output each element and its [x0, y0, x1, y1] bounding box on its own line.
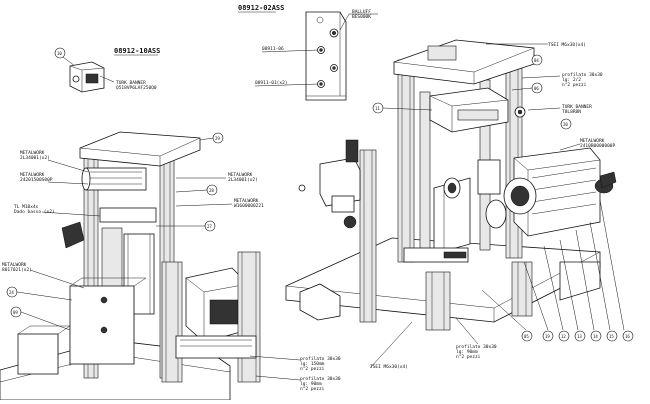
balloon-11: 11 [375, 106, 380, 111]
label-profilato-mid-1: profilato 30x30 [456, 344, 497, 350]
label-metalwork-mid1-1: METALWORK [228, 172, 253, 178]
label-metalwork-right-1: METALWORK [580, 138, 605, 144]
balloon-28: 28 [209, 188, 214, 193]
label-metalwork-left2-2: 24201500S00P [20, 177, 53, 183]
label-metalwork-left1-2: 2L34001(x2) [20, 155, 50, 161]
label-metalwork-low-2: 8017021(x2) [2, 267, 32, 273]
label-profilato-low2-3: n°2 pezzi [300, 386, 325, 392]
balloon-19: 19 [545, 334, 550, 339]
label-tsei-top: TSEI M6x30(x4) [548, 42, 586, 48]
left-assembly-view: 29 METALWORK 2L34001(x2) METALWORK 24201… [0, 131, 341, 401]
label-profilato-low1-2: lg: 150mm [300, 361, 325, 367]
label-metalwork-mid1-2: 2L34001(x2) [228, 177, 258, 183]
label-metalwork-left1-1: METALWORK [20, 150, 45, 156]
label-turk-small-2: Q518VP6LAF250Q0 [116, 85, 157, 91]
balloon-04: 04 [534, 58, 539, 63]
balloon-13: 13 [577, 334, 582, 339]
balloon-24: 24 [9, 290, 14, 295]
label-tl-m10-1: TL M10x4s [14, 204, 39, 210]
label-profilato-right-2: lg: 2/2 [562, 77, 581, 83]
balloon-20: 20 [563, 122, 568, 127]
label-tsei-bottom: TSEI M6x30(x4) [370, 364, 408, 370]
label-balluff-2: BES000K [352, 14, 371, 20]
balloon-06: 06 [534, 86, 539, 91]
label-metalwork-mid2-2: W1600000221 [234, 203, 264, 209]
label-profilato-right-3: n°2 pezzi [562, 82, 587, 88]
label-profilato-mid-2: lg: 90mm [456, 349, 478, 355]
label-turk-small-1: TURK BANNER [116, 80, 146, 86]
label-profilato-low2-2: lg: 90mm [300, 381, 322, 387]
bracket-part-view: 08912-02ASS BALLUFF BES000K 08911-06 089… [238, 4, 378, 101]
label-metalwork-right-2: 2410B0000000P [580, 143, 616, 149]
assembly-title-top: 08912-02ASS [238, 4, 284, 12]
balloon-12: 12 [561, 334, 566, 339]
balloon-10 [54, 47, 66, 59]
label-profilato-right-1: profilato 30x30 [562, 72, 603, 78]
label-metalwork-low-1: METALWORK [2, 262, 27, 268]
balloon-05: 05 [524, 334, 529, 339]
label-turk-right-1: TURK BANNER [562, 104, 592, 110]
balloon-16: 16 [625, 334, 630, 339]
connector-part-view: 08912-10ASS 10 TURK BANNER Q518VP6LAF250… [54, 47, 160, 93]
right-assembly-view: TSEI M6x30(x4) 04 06 profilato 30x30 lg:… [285, 39, 634, 370]
balloon-10-label: 10 [57, 51, 62, 56]
label-profilato-low1-1: profilato 30x30 [300, 356, 341, 362]
balloon-29: 29 [215, 136, 220, 141]
label-metalwork-mid2-1: METALWORK [234, 198, 259, 204]
label-profilato-low2-1: profilato 30x30 [300, 376, 341, 382]
balloon-09: 09 [13, 310, 18, 315]
label-08911-06: 08911-06 [262, 46, 284, 52]
label-08911-01: 08911-01(x2) [255, 80, 288, 86]
balloon-15: 15 [609, 334, 614, 339]
assembly-title-left: 08912-10ASS [114, 47, 160, 55]
balloon-27: 27 [207, 224, 212, 229]
label-metalwork-left2-1: METALWORK [20, 172, 45, 178]
label-balluff-1: BALLUFF [352, 9, 371, 15]
label-tl-m10-2: Dado basso (x2) [14, 209, 55, 215]
label-profilato-low1-3: n°2 pezzi [300, 366, 325, 372]
label-turk-right-2: T8L8R8N [562, 109, 581, 115]
label-profilato-mid-3: n°2 pezzi [456, 354, 481, 360]
balloon-14: 14 [593, 334, 598, 339]
